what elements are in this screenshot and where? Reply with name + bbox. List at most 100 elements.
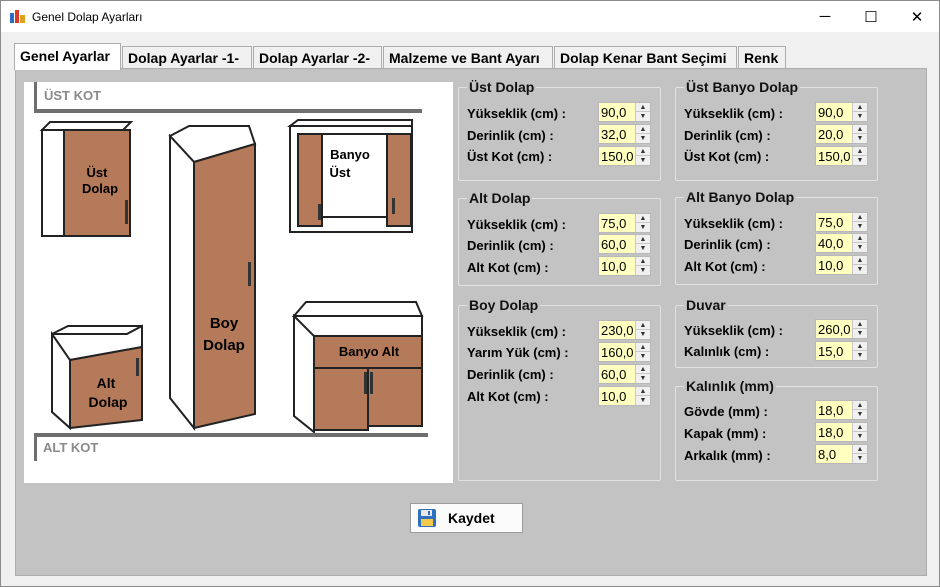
- group-title: Boy Dolap: [467, 297, 541, 313]
- group-title: Duvar: [684, 297, 728, 313]
- spin-up-icon[interactable]: ▲: [853, 125, 867, 134]
- boy-dolap-label-2: Dolap: [203, 337, 245, 354]
- spin-up-icon[interactable]: ▲: [636, 125, 650, 134]
- spin-up-icon[interactable]: ▲: [853, 103, 867, 112]
- alt-dolap-alt-kot-input[interactable]: 10,0▲▼: [598, 256, 651, 276]
- ust-dolap-figure: Üst Dolap: [39, 121, 134, 237]
- alt-dolap-derinlik-input[interactable]: 60,0▲▼: [598, 234, 651, 254]
- spin-up-icon[interactable]: ▲: [636, 387, 650, 396]
- alt-dolap-yukseklik-input[interactable]: 75,0▲▼: [598, 213, 651, 233]
- tab-dolap-ayarlar-1[interactable]: Dolap Ayarlar -1-: [122, 46, 252, 70]
- field-label: Yükseklik (cm) :: [684, 216, 783, 231]
- ust-dolap-ust-kot-input[interactable]: 150,0▲▼: [598, 146, 651, 166]
- floppy-disk-icon: [418, 509, 436, 527]
- boy-dolap-yukseklik-input[interactable]: 230,0▲▼: [598, 320, 651, 340]
- boy-dolap-yarim-yuk-input[interactable]: 160,0▲▼: [598, 342, 651, 362]
- group-title: Alt Dolap: [467, 190, 533, 206]
- spin-up-icon[interactable]: ▲: [636, 103, 650, 112]
- spin-up-icon[interactable]: ▲: [636, 235, 650, 244]
- save-button-label: Kaydet: [448, 510, 495, 526]
- arkalik-kalinlik-input[interactable]: 8,0▲▼: [815, 444, 868, 464]
- ust-dolap-yukseklik-input[interactable]: 90,0▲▼: [598, 102, 651, 122]
- spin-up-icon[interactable]: ▲: [853, 342, 867, 351]
- group-title: Üst Banyo Dolap: [684, 79, 801, 95]
- spin-down-icon[interactable]: ▼: [639, 375, 647, 382]
- spin-down-icon[interactable]: ▼: [639, 135, 647, 142]
- spin-up-icon[interactable]: ▲: [853, 213, 867, 222]
- tab-kenar-bant[interactable]: Dolap Kenar Bant Seçimi: [554, 46, 737, 70]
- ust-banyo-ust-kot-input[interactable]: 150,0▲▼: [815, 146, 868, 166]
- alt-banyo-alt-kot-input[interactable]: 10,0▲▼: [815, 255, 868, 275]
- spin-up-icon[interactable]: ▲: [853, 256, 867, 265]
- kapak-kalinlik-input[interactable]: 18,0▲▼: [815, 422, 868, 442]
- tab-renk[interactable]: Renk: [738, 46, 786, 70]
- spin-down-icon[interactable]: ▼: [639, 397, 647, 404]
- spin-up-icon[interactable]: ▲: [853, 320, 867, 329]
- spin-down-icon[interactable]: ▼: [639, 224, 647, 231]
- spin-down-icon[interactable]: ▼: [856, 352, 864, 359]
- group-alt-banyo: Alt Banyo Dolap: [675, 189, 878, 285]
- field-label: Yükseklik (cm) :: [467, 217, 566, 232]
- ust-kot-marker: ÜST KOT: [34, 82, 422, 113]
- ust-dolap-derinlik-input[interactable]: 32,0▲▼: [598, 124, 651, 144]
- field-label: Üst Kot (cm) :: [684, 149, 770, 164]
- spin-up-icon[interactable]: ▲: [853, 401, 867, 410]
- spin-up-icon[interactable]: ▲: [853, 445, 867, 454]
- field-label: Yükseklik (cm) :: [467, 324, 566, 339]
- spin-down-icon[interactable]: ▼: [856, 433, 864, 440]
- govde-kalinlik-input[interactable]: 18,0▲▼: [815, 400, 868, 420]
- spin-up-icon[interactable]: ▲: [636, 257, 650, 266]
- spin-up-icon[interactable]: ▲: [853, 147, 867, 156]
- field-label: Derinlik (cm) :: [467, 238, 554, 253]
- save-button[interactable]: Kaydet: [410, 503, 523, 533]
- spin-up-icon[interactable]: ▲: [636, 147, 650, 156]
- field-label: Yükseklik (cm) :: [467, 106, 566, 121]
- spin-down-icon[interactable]: ▼: [639, 245, 647, 252]
- alt-banyo-derinlik-input[interactable]: 40,0▲▼: [815, 233, 868, 253]
- alt-banyo-yukseklik-input[interactable]: 75,0▲▼: [815, 212, 868, 232]
- spin-down-icon[interactable]: ▼: [639, 353, 647, 360]
- field-label: Yükseklik (cm) :: [684, 106, 783, 121]
- spin-down-icon[interactable]: ▼: [856, 223, 864, 230]
- banyo-ust-figure: Banyo Üst: [287, 119, 413, 233]
- duvar-kalinlik-input[interactable]: 15,0▲▼: [815, 341, 868, 361]
- boy-dolap-derinlik-input[interactable]: 60,0▲▼: [598, 364, 651, 384]
- tab-genel-ayarlar[interactable]: Genel Ayarlar: [14, 43, 121, 70]
- spin-down-icon[interactable]: ▼: [856, 330, 864, 337]
- duvar-yukseklik-input[interactable]: 260,0▲▼: [815, 319, 868, 339]
- group-kalinlik: Kalınlık (mm): [675, 378, 878, 481]
- field-label: Derinlik (cm) :: [684, 128, 771, 143]
- spin-up-icon[interactable]: ▲: [636, 343, 650, 352]
- spin-down-icon[interactable]: ▼: [639, 331, 647, 338]
- tab-dolap-ayarlar-2[interactable]: Dolap Ayarlar -2-: [253, 46, 382, 70]
- spin-down-icon[interactable]: ▼: [639, 267, 647, 274]
- ust-banyo-derinlik-input[interactable]: 20,0▲▼: [815, 124, 868, 144]
- close-button[interactable]: ✕: [894, 1, 940, 32]
- minimize-icon: ─: [819, 8, 831, 25]
- spin-down-icon[interactable]: ▼: [856, 455, 864, 462]
- spin-up-icon[interactable]: ▲: [853, 234, 867, 243]
- banyo-ust-label-2: Üst: [330, 165, 352, 180]
- group-title: Üst Dolap: [467, 79, 537, 95]
- spin-up-icon[interactable]: ▲: [853, 423, 867, 432]
- group-boy-dolap: Boy Dolap: [458, 297, 661, 481]
- spin-up-icon[interactable]: ▲: [636, 214, 650, 223]
- minimize-button[interactable]: ─: [802, 1, 848, 32]
- field-label: Yarım Yük (cm) :: [467, 345, 569, 360]
- spin-up-icon[interactable]: ▲: [636, 365, 650, 374]
- tab-malzeme-bant[interactable]: Malzeme ve Bant Ayarı: [383, 46, 553, 70]
- maximize-button[interactable]: ☐: [848, 1, 894, 32]
- spin-up-icon[interactable]: ▲: [636, 321, 650, 330]
- spin-down-icon[interactable]: ▼: [856, 266, 864, 273]
- alt-kot-marker: ALT KOT: [34, 433, 428, 461]
- spin-down-icon[interactable]: ▼: [856, 411, 864, 418]
- spin-down-icon[interactable]: ▼: [856, 244, 864, 251]
- boy-dolap-alt-kot-input[interactable]: 10,0▲▼: [598, 386, 651, 406]
- spin-down-icon[interactable]: ▼: [639, 113, 647, 120]
- spin-down-icon[interactable]: ▼: [856, 135, 864, 142]
- spin-down-icon[interactable]: ▼: [856, 157, 864, 164]
- ust-banyo-yukseklik-input[interactable]: 90,0▲▼: [815, 102, 868, 122]
- spin-down-icon[interactable]: ▼: [639, 157, 647, 164]
- spin-down-icon[interactable]: ▼: [856, 113, 864, 120]
